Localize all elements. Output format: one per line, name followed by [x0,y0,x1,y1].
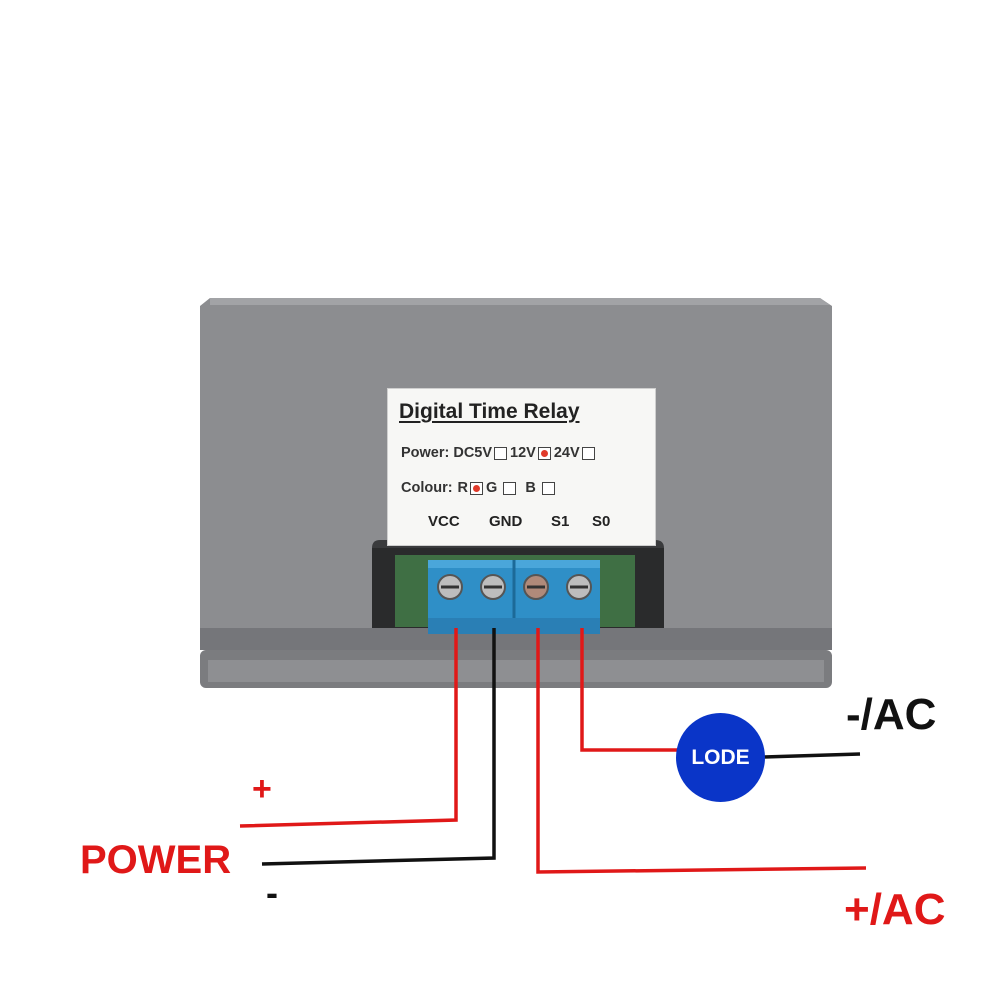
negative-ac-label: -/AC [846,690,937,739]
power-label: POWER [80,838,232,882]
terminal-screw-s1 [523,574,549,600]
device-title: Digital Time Relay [399,400,580,423]
load-circle: LODE [676,713,765,802]
power-option-24v-label: 24V [553,445,580,461]
colour-option-g-checkbox [503,481,517,495]
power-prefix: Power: [401,445,450,461]
colour-option-b-label: B [525,480,536,496]
positive-ac-label: +/AC [844,885,946,934]
terminal-screw-vcc [437,574,463,600]
power-option-dc5v-label: DC5V [453,445,493,461]
colour-option-g-label: G [486,480,498,496]
power-option-12v-label: 12V [510,445,536,461]
wire-s1-positive-ac [536,628,867,874]
power-option-dc5v-checkbox [494,446,508,460]
pin-label-gnd: GND [489,513,523,530]
terminal-screw-gnd [480,574,506,600]
wire-load-negative-ac [763,752,861,759]
colour-option-b-checkbox [541,481,555,495]
wire-gnd-negative [261,628,496,866]
wire-s0-to-load [580,628,678,752]
colour-options-row: Colour: R G B [401,480,558,496]
terminal-screw-s0 [566,574,592,600]
pin-label-vcc: VCC [428,513,460,530]
power-minus-label: - [266,872,278,913]
colour-option-r-label: R [457,480,469,496]
colour-prefix: Colour: [401,480,453,496]
pin-label-s1: S1 [551,513,570,530]
power-options-row: Power: DC5V 12V 24V [401,445,598,461]
wire-vcc-positive [239,628,458,828]
terminal-block [428,560,600,634]
wires [239,628,867,874]
pin-label-s0: S0 [592,513,611,530]
device-label-card: Digital Time Relay Power: DC5V 12V 24V C… [387,388,656,546]
colour-option-r-checkbox [470,481,484,495]
power-option-12v-checkbox [537,446,551,460]
power-option-24v-checkbox [581,446,595,460]
power-plus-label: + [252,770,272,808]
load-label: LODE [691,745,750,769]
